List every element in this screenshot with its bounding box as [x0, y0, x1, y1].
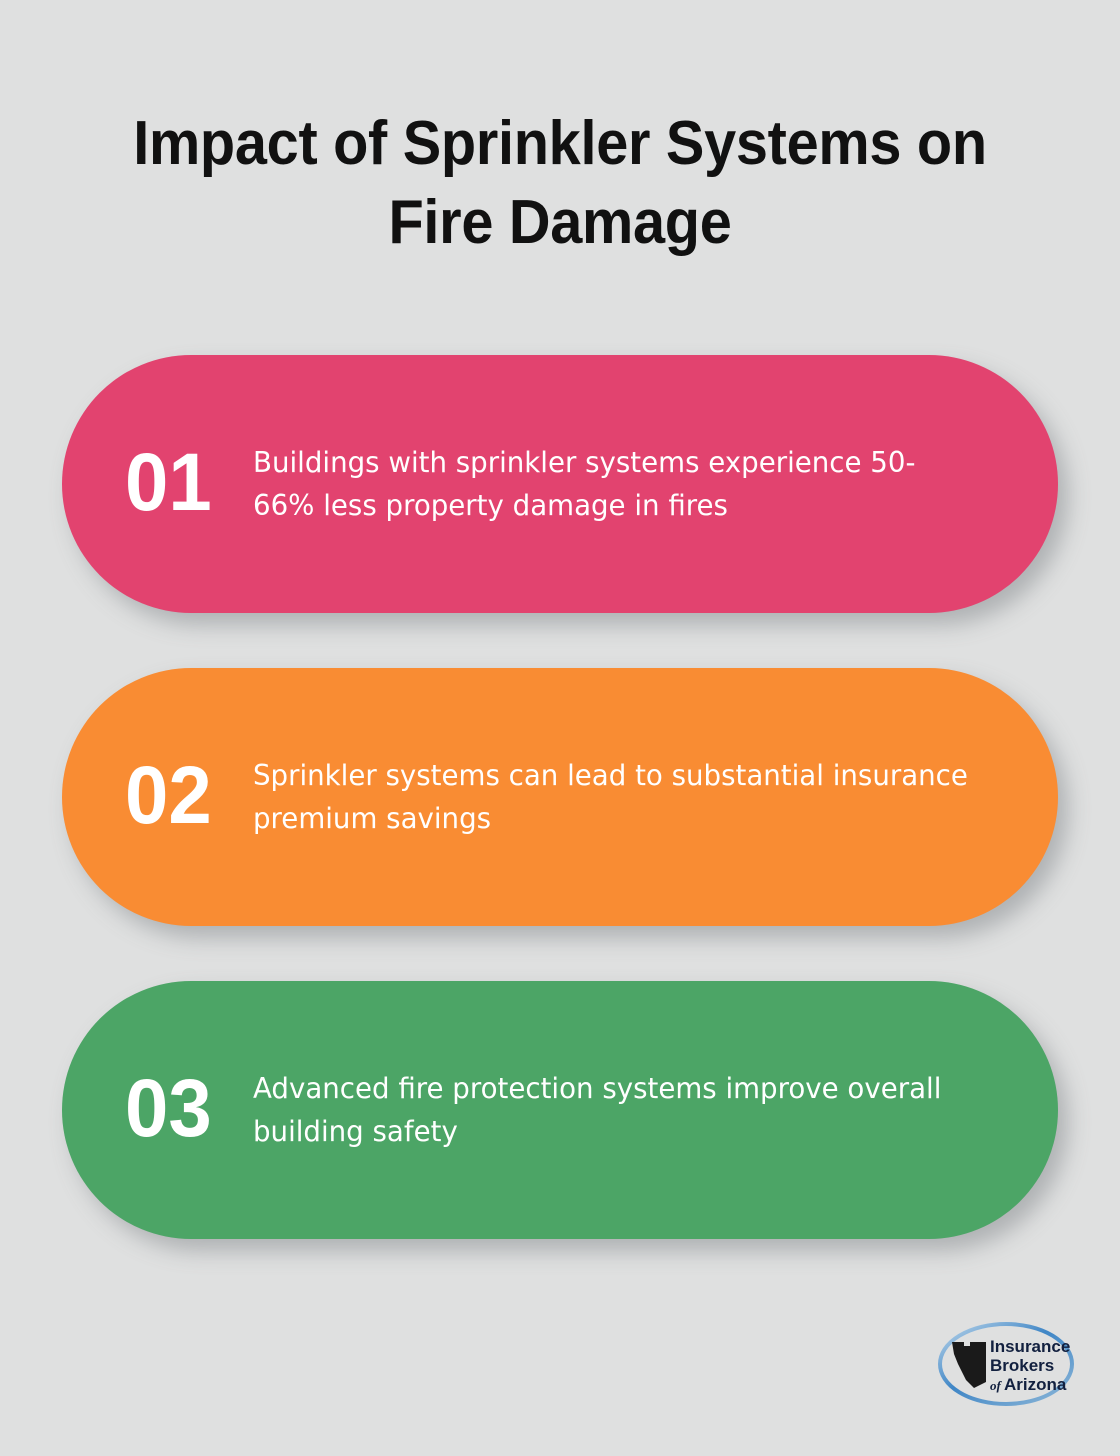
- fact-card-text: Advanced fire protection systems improve…: [253, 1072, 942, 1148]
- fact-card-3: 03 Advanced fire protection systems impr…: [62, 981, 1058, 1239]
- logo-oval-ring: [938, 1322, 1074, 1406]
- logo-line-3: Arizona: [1004, 1375, 1067, 1394]
- page-title: Impact of Sprinkler Systems on Fire Dama…: [133, 109, 987, 257]
- fact-card-number: 02: [125, 750, 212, 841]
- fact-card-1: 01 Buildings with sprinkler systems expe…: [62, 355, 1058, 613]
- fact-card-text: Sprinkler systems can lead to substantia…: [253, 759, 968, 835]
- page-title-container: Impact of Sprinkler Systems on Fire Dama…: [60, 104, 1060, 262]
- logo-line-1: Insurance: [990, 1337, 1070, 1356]
- fact-card-list: 01 Buildings with sprinkler systems expe…: [62, 355, 1058, 1239]
- fact-card-text: Buildings with sprinkler systems experie…: [253, 446, 916, 522]
- fact-card-number: 03: [125, 1063, 212, 1154]
- fact-card-2: 02 Sprinkler systems can lead to substan…: [62, 668, 1058, 926]
- logo-line-3-prefix: of: [990, 1378, 1003, 1393]
- arizona-state-icon: [952, 1342, 986, 1388]
- logo-line-2: Brokers: [990, 1356, 1054, 1375]
- fact-card-number: 01: [125, 437, 212, 528]
- insurance-brokers-of-arizona-logo: Insurance Brokers of Arizona: [930, 1316, 1082, 1412]
